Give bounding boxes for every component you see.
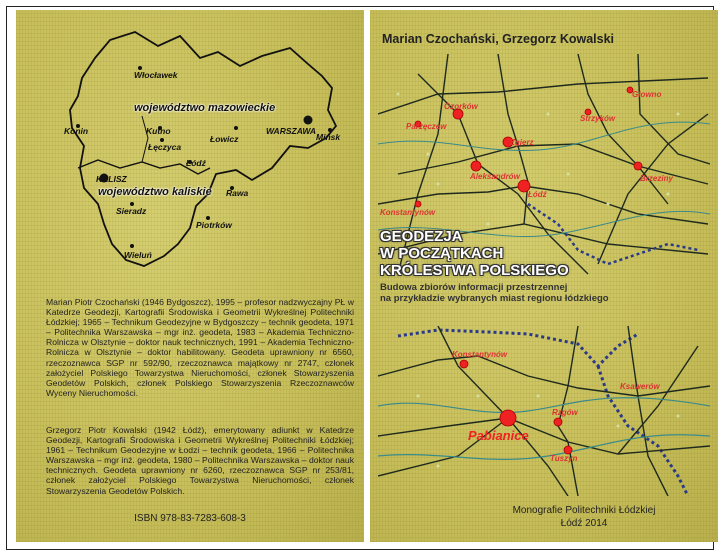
town-label: KALISZ — [96, 174, 127, 184]
region-label: województwo kaliskie — [98, 186, 212, 198]
town-marker — [563, 445, 573, 455]
town-label: Parzęczew — [406, 122, 447, 131]
authors: Marian Czochański, Grzegorz Kowalski — [382, 32, 615, 46]
town-label: Konstantynów — [380, 208, 436, 217]
border-dotted — [527, 202, 699, 266]
town-label: Ksawerów — [620, 382, 660, 391]
town-marker — [328, 128, 332, 132]
title-line: W POCZĄTKACH — [380, 245, 504, 262]
region-border — [77, 159, 211, 175]
region-map — [69, 31, 338, 267]
town-marker — [633, 161, 643, 171]
title-line: KRÓLESTWA POLSKIEGO — [380, 262, 569, 279]
town-marker — [130, 244, 134, 248]
town-label: Piotrków — [196, 220, 232, 230]
town-marker — [99, 173, 109, 183]
map-bottom — [378, 326, 710, 496]
town-marker — [452, 108, 464, 120]
series-name: Monografie Politechniki Łódzkiej — [512, 505, 656, 516]
town-label: Ozorków — [444, 102, 478, 111]
town-label: Włocławek — [134, 70, 178, 80]
town-marker — [130, 202, 134, 206]
town-label: Rawa — [226, 188, 249, 198]
town-label: Wieluń — [124, 250, 152, 260]
town-marker — [234, 126, 238, 130]
subtitle-line: na przykładzie wybranych miast regionu ł… — [380, 293, 609, 304]
town-label: Łęczyca — [148, 142, 182, 152]
town-label: Mińsk — [316, 132, 341, 142]
place-year: Łódź 2014 — [560, 518, 608, 529]
town-marker — [517, 179, 531, 193]
border-dotted — [397, 328, 639, 369]
town-marker — [502, 136, 514, 148]
town-marker — [459, 359, 469, 369]
town-label: Zgierz — [510, 138, 534, 147]
town-label: Rzgów — [552, 408, 578, 417]
town-label: Sieradz — [116, 206, 147, 216]
town-label: Kutno — [146, 126, 171, 136]
town-label: WARSZAWA — [266, 126, 317, 136]
town-marker — [584, 108, 592, 116]
region-border — [141, 115, 149, 163]
town-marker — [138, 66, 142, 70]
town-label: Konin — [64, 126, 89, 136]
town-marker — [414, 200, 422, 208]
town-label: Strzyków — [580, 114, 616, 123]
town-label: Brzeziny — [640, 174, 673, 183]
town-label: Łowicz — [210, 134, 239, 144]
town-marker — [206, 216, 210, 220]
town-marker — [499, 409, 517, 427]
book-title: GEODEZJA W POCZĄTKACH KRÓLESTWA POLSKIEG… — [380, 228, 569, 279]
town-marker — [158, 126, 162, 130]
author-bio-czochanski: Marian Piotr Czochański (1946 Bydgoszcz)… — [46, 297, 354, 398]
subtitle-line: Budowa zbiorów informacji przestrzennej — [380, 282, 568, 293]
town-label: Tuszyn — [550, 454, 578, 463]
town-label: Pabianice — [468, 428, 529, 443]
book-subtitle: Budowa zbiorów informacji przestrzennej … — [380, 282, 609, 304]
town-label: Łódź — [186, 158, 206, 168]
region-outline — [69, 31, 338, 267]
region-label: województwo mazowieckie — [134, 102, 276, 114]
isbn: ISBN 978-83-7283-608-3 — [134, 513, 246, 524]
town-marker — [626, 86, 634, 94]
author-bio-kowalski: Grzegorz Piotr Kowalski (1942 Łódź), eme… — [46, 425, 354, 496]
town-marker — [470, 160, 482, 172]
town-marker — [553, 417, 563, 427]
town-marker — [160, 138, 164, 142]
title-line: GEODEZJA — [380, 228, 463, 245]
town-marker — [188, 160, 192, 164]
town-marker — [76, 124, 80, 128]
town-label: Łódź — [528, 190, 547, 199]
publisher-series: Monografie Politechniki Łódzkiej Łódź 20… — [370, 504, 718, 530]
town-marker — [303, 115, 313, 125]
town-marker — [230, 186, 234, 190]
border-dotted — [596, 365, 690, 496]
town-label: Aleksandrów — [470, 172, 520, 181]
map-top — [378, 54, 710, 275]
town-label: Konstantynów — [452, 350, 508, 359]
back-cover: Włocławek Konin Kutno Łęczyca Łowicz WAR… — [16, 10, 364, 542]
town-marker — [414, 120, 422, 128]
front-cover: Marian Czochański, Grzegorz Kowalski — [370, 10, 718, 542]
town-label: Głowno — [632, 90, 662, 99]
